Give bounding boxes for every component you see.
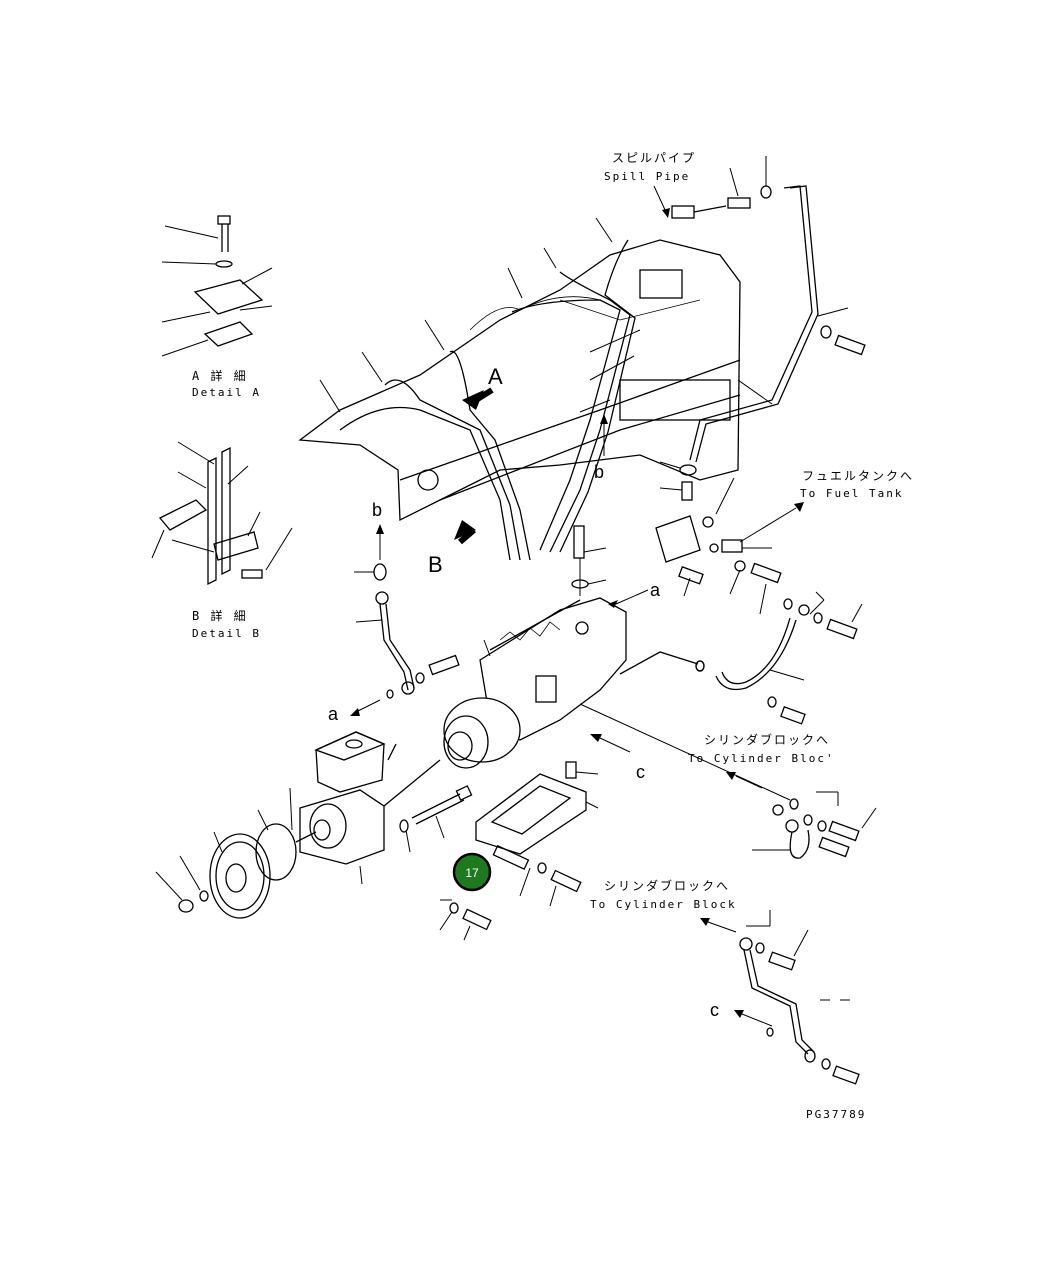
cylinder-block-line-2: シリンダブロックへ To Cylinder Block c — [590, 878, 860, 1085]
spill-mount-bolt — [834, 334, 866, 356]
gear-nut — [178, 899, 194, 913]
cyl-block-1-label-en: To Cylinder Bloc' — [688, 752, 835, 765]
cyl-block-2-label-en: To Cylinder Block — [590, 898, 737, 911]
left-fuel-pipe — [379, 603, 409, 691]
pump-coupling-drum — [443, 697, 521, 763]
fuel-bracket — [655, 515, 701, 563]
cylinder-block-line-1: シリンダブロックへ To Cylinder Bloc' — [579, 591, 877, 859]
detail-b-bracket — [158, 499, 208, 531]
ref-letter-A: A — [488, 364, 503, 389]
ref-letter-c-mid: c — [636, 762, 645, 782]
fuel-tank-label-en: To Fuel Tank — [800, 487, 903, 500]
fuel-tank-label-ja: フュエルタンクへ — [802, 469, 914, 483]
ref-letter-a-upper: a — [650, 580, 661, 600]
detail-b-label-ja: B 詳 細 — [192, 608, 248, 623]
detail-a-label-ja: A 詳 細 — [192, 368, 248, 383]
drive-gear — [209, 833, 271, 919]
fuel-hose-right — [715, 619, 797, 691]
intake-manifold — [619, 379, 731, 421]
spill-banjo — [671, 205, 695, 219]
ref-letter-B: B — [428, 552, 443, 577]
pump-stud — [573, 525, 585, 559]
callout-17[interactable]: 17 — [452, 852, 492, 892]
ref-letter-a-left: a — [328, 704, 339, 724]
left-fuel-pipe-group: a — [328, 563, 460, 724]
spill-washer — [760, 185, 772, 199]
cyl-block-2-pipe — [743, 949, 809, 1055]
detail-b-clip — [213, 531, 259, 561]
detail-a-clamp-lower — [203, 321, 254, 347]
ref-letter-b-upper: b — [594, 462, 604, 482]
compressor-long-bolt — [411, 793, 461, 819]
detail-b-strip-left — [207, 456, 217, 586]
cyl-block-1-label-ja: シリンダブロックへ — [704, 732, 830, 747]
reference-markers: A B b b — [372, 364, 608, 577]
ref-letter-c-lower: c — [710, 1000, 719, 1020]
pump-bracket-group — [439, 773, 599, 941]
detail-a-clamp-upper — [193, 279, 264, 315]
gear-washer — [199, 890, 209, 902]
cyl-block-1-pipe — [789, 829, 810, 859]
callout-17-number[interactable]: 17 — [465, 866, 479, 880]
detail-b-strip-right — [221, 446, 231, 576]
spill-bolt — [727, 197, 751, 209]
detail-a-label-en: Detail A — [192, 386, 261, 399]
spill-pipe-label-ja: スピルパイプ — [612, 151, 696, 165]
spill-return-pipe — [689, 185, 813, 461]
spill-pipe-label-en: Spill Pipe — [604, 170, 690, 183]
detail-a-bolt-head — [217, 215, 231, 225]
compressor-body — [299, 789, 385, 865]
engine-block — [298, 217, 741, 561]
air-compressor-group — [155, 731, 473, 919]
detail-a-group: A 詳 細 Detail A — [161, 215, 273, 399]
spill-pipe-group: スピルパイプ Spill Pipe — [604, 151, 866, 463]
callout-17-circle[interactable] — [452, 852, 492, 892]
arrow-b-detail — [454, 520, 476, 540]
detail-b-group: B 詳 細 Detail B — [151, 441, 293, 640]
injection-line-1 — [339, 406, 511, 561]
cyl-block-2-label-ja: シリンダブロックへ — [604, 878, 730, 893]
detail-b-bolt — [241, 569, 263, 579]
ref-letter-b-left: b — [372, 500, 382, 520]
drawing-code: PG37789 — [806, 1108, 866, 1121]
detail-a-washer — [215, 260, 233, 268]
detail-b-label-en: Detail B — [192, 627, 261, 640]
gasket — [255, 823, 297, 881]
pump-governor — [535, 675, 557, 703]
fuel-tank-group: フュエルタンクへ To Fuel Tank — [655, 461, 914, 615]
pump-bracket — [475, 773, 587, 855]
engine-block-outline — [298, 239, 741, 522]
injection-pump-group: a c — [443, 525, 806, 782]
engine-head-block — [639, 269, 683, 299]
